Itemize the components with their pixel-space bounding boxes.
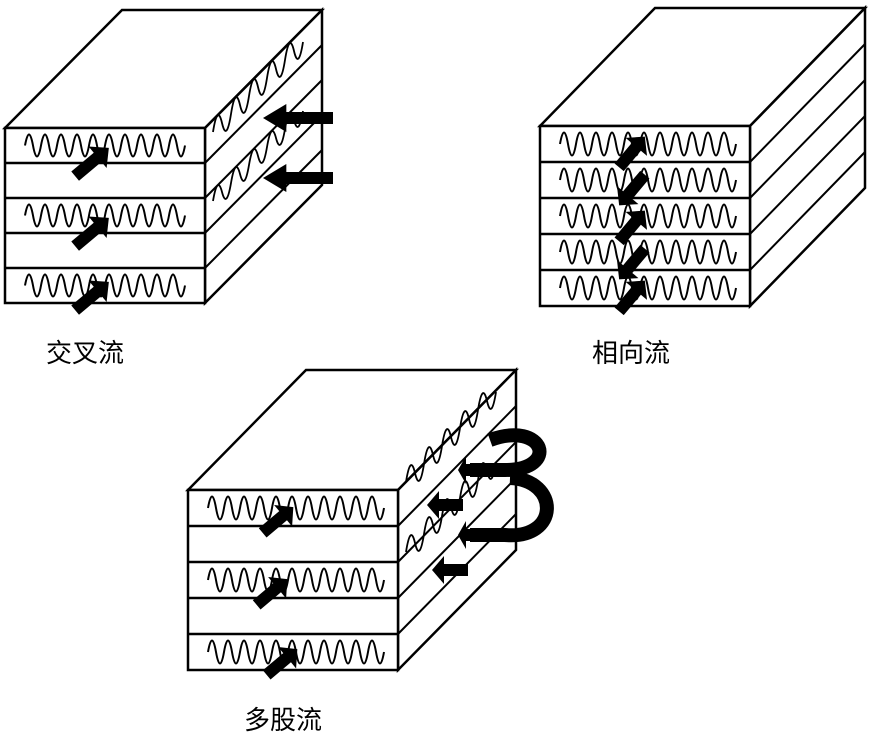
plate-line-side — [749, 79, 866, 199]
side-fin — [212, 41, 304, 133]
counter-flow-label: 相向流 — [592, 339, 671, 369]
multi-pass-exchanger — [185, 366, 554, 680]
counter-arrow-3 — [614, 210, 648, 246]
multi-arrow-2 — [252, 576, 288, 610]
counter-arrow-1 — [614, 136, 648, 172]
fin — [559, 203, 737, 229]
plate-line-side — [204, 44, 323, 164]
multi-arrow-side-2 — [427, 491, 463, 519]
multi-uturn-2 — [470, 471, 554, 543]
counter-arrow-2 — [616, 170, 650, 206]
fin — [207, 567, 385, 593]
multi-uturn-head-1 — [458, 456, 482, 484]
fin — [24, 133, 186, 158]
fin — [207, 495, 385, 521]
counter-arrow-5 — [614, 280, 648, 316]
cross-flow-exchanger — [2, 6, 333, 315]
fin — [559, 275, 737, 301]
plate-line-side — [204, 114, 323, 234]
cross-arrow-side-2 — [263, 164, 333, 192]
plate-line-side — [749, 151, 866, 271]
cross-arrow-side-1 — [263, 104, 333, 132]
cross-flow-label: 交叉流 — [46, 339, 125, 369]
cross-arrow-2 — [71, 216, 109, 251]
plate-line-side — [749, 43, 866, 163]
fin — [24, 203, 186, 228]
cross-arrow-1 — [71, 146, 109, 181]
cross-arrow-3 — [71, 280, 109, 315]
plate-line-side — [397, 477, 517, 599]
counter-flow-exchanger — [537, 4, 868, 316]
plate-line-side — [204, 149, 323, 269]
multi-pass-flow-label: 多股流 — [244, 706, 323, 736]
multi-arrow-3 — [262, 646, 298, 680]
side-fin — [405, 391, 497, 483]
plate-line-side — [397, 405, 517, 527]
fin — [559, 131, 737, 157]
plate-line-side — [749, 115, 866, 235]
multi-uturn-head-2 — [458, 521, 482, 549]
multi-arrow-1 — [258, 504, 294, 538]
plate-line-side — [204, 79, 323, 199]
counter-arrow-4 — [616, 244, 650, 280]
multi-arrow-side-1 — [432, 556, 468, 584]
multi-uturn-1 — [470, 428, 547, 477]
